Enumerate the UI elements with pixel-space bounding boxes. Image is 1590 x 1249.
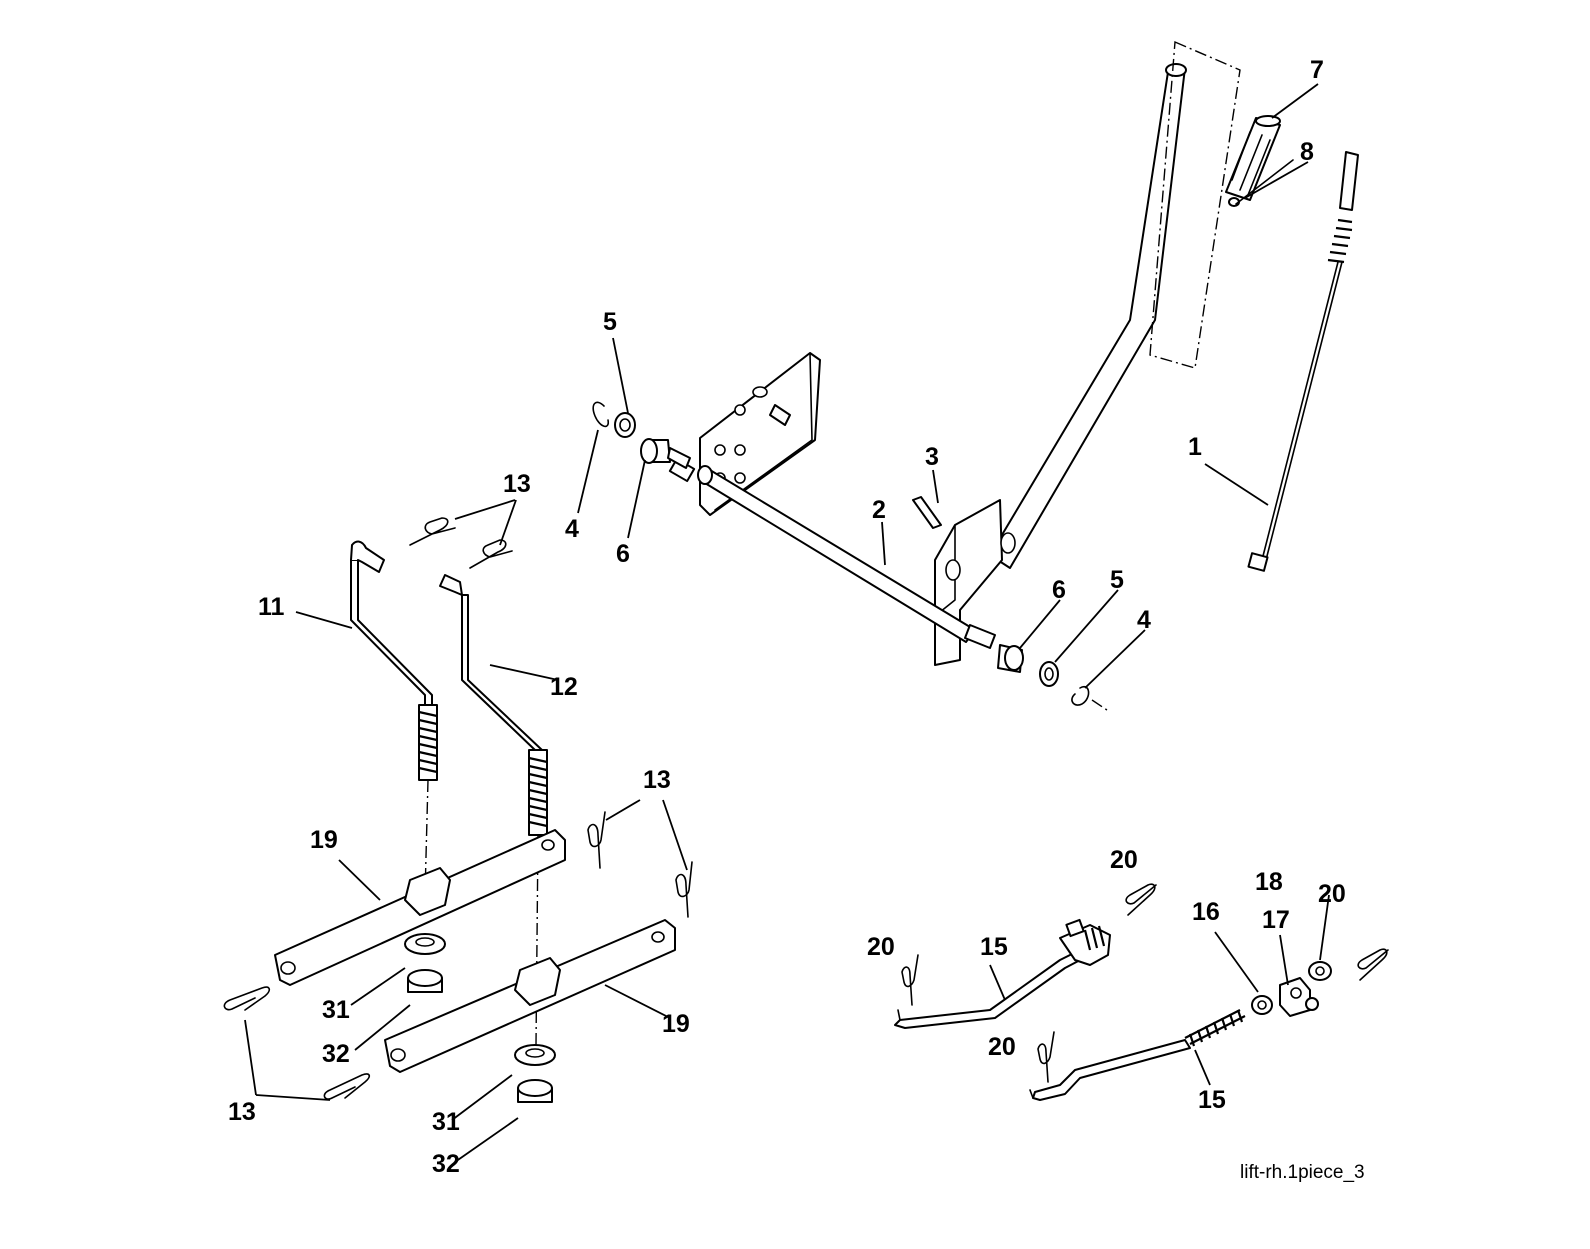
callout-31-upper: 31 — [322, 996, 350, 1024]
callout-6-right: 6 — [1052, 576, 1066, 604]
callout-13-bottom: 13 — [228, 1098, 256, 1126]
callout-16: 16 — [1192, 898, 1220, 926]
upper-bushing-and-nut — [404, 933, 446, 993]
lift-link-rod-12 — [439, 574, 548, 1046]
lift-cable — [1247, 151, 1359, 572]
roll-pin — [1228, 159, 1294, 207]
callout-19-upper: 19 — [310, 826, 338, 854]
callout-15-upper: 15 — [980, 933, 1008, 961]
hairpin-clip-right-2 — [675, 861, 693, 918]
shaft-pin — [912, 496, 942, 529]
callout-7: 7 — [1310, 56, 1324, 84]
lift-arm-lower — [384, 919, 676, 1073]
callout-4-right: 4 — [1137, 606, 1151, 634]
callout-labels: 1 2 3 4 4 5 5 6 6 7 8 11 12 13 13 13 15 … — [228, 56, 1346, 1178]
hairpin-clip-top-2 — [469, 539, 513, 569]
callout-20-lower: 20 — [988, 1033, 1016, 1061]
callout-13-right: 13 — [643, 766, 671, 794]
mounting-plate — [699, 352, 821, 516]
lift-link-rod-11 — [350, 540, 438, 896]
left-shaft-hardware — [592, 401, 691, 469]
lock-nut-16 — [1251, 995, 1273, 1015]
callout-20-top: 20 — [1110, 846, 1138, 874]
callout-4-left: 4 — [565, 515, 579, 543]
callout-2: 2 — [872, 496, 886, 524]
callout-32-lower: 32 — [432, 1150, 460, 1178]
grip — [1225, 115, 1281, 201]
callout-8: 8 — [1300, 138, 1314, 166]
callout-3: 3 — [925, 443, 939, 471]
leader-lines — [244, 83, 1330, 1163]
hairpin-clip-top-1 — [409, 517, 456, 546]
callout-15-lower: 15 — [1198, 1086, 1226, 1114]
callout-11: 11 — [258, 593, 285, 621]
washer-18 — [1308, 961, 1332, 981]
hairpin-clip-20-top — [1125, 883, 1157, 916]
callout-18: 18 — [1255, 868, 1283, 896]
callout-5-left: 5 — [603, 308, 617, 336]
hairpin-clip-bottom-left-1 — [223, 986, 271, 1011]
right-shaft-hardware — [964, 624, 1111, 713]
hairpin-clip-20-lower — [1037, 1031, 1055, 1083]
callout-32-upper: 32 — [322, 1040, 350, 1068]
adjustment-rod-upper — [894, 918, 1111, 1029]
trunnion-block-17 — [1279, 977, 1319, 1017]
callout-1: 1 — [1188, 433, 1202, 461]
diagram-caption: lift-rh.1piece_3 — [1240, 1162, 1365, 1183]
grip-envelope-dashed — [1149, 40, 1241, 369]
callout-6-left: 6 — [616, 540, 630, 568]
lift-shaft — [668, 457, 976, 643]
callout-13-top: 13 — [503, 470, 531, 498]
lift-arm-upper — [274, 829, 566, 986]
adjustment-rod-lower — [1029, 1009, 1246, 1101]
lift-lever — [934, 63, 1187, 666]
hairpin-clip-20-right — [1357, 948, 1389, 981]
callout-31-lower: 31 — [432, 1108, 460, 1136]
callout-12: 12 — [550, 673, 578, 701]
callout-17: 17 — [1262, 906, 1290, 934]
callout-20-right: 20 — [1318, 880, 1346, 908]
hairpin-clip-right-1 — [587, 811, 606, 869]
callout-5-right: 5 — [1110, 566, 1124, 594]
callout-19-lower: 19 — [662, 1010, 690, 1038]
callout-20-left: 20 — [867, 933, 895, 961]
hairpin-clip-20-left — [901, 954, 919, 1006]
hairpin-clip-bottom-left-2 — [323, 1073, 371, 1100]
lower-bushing-and-nut — [514, 1044, 556, 1103]
